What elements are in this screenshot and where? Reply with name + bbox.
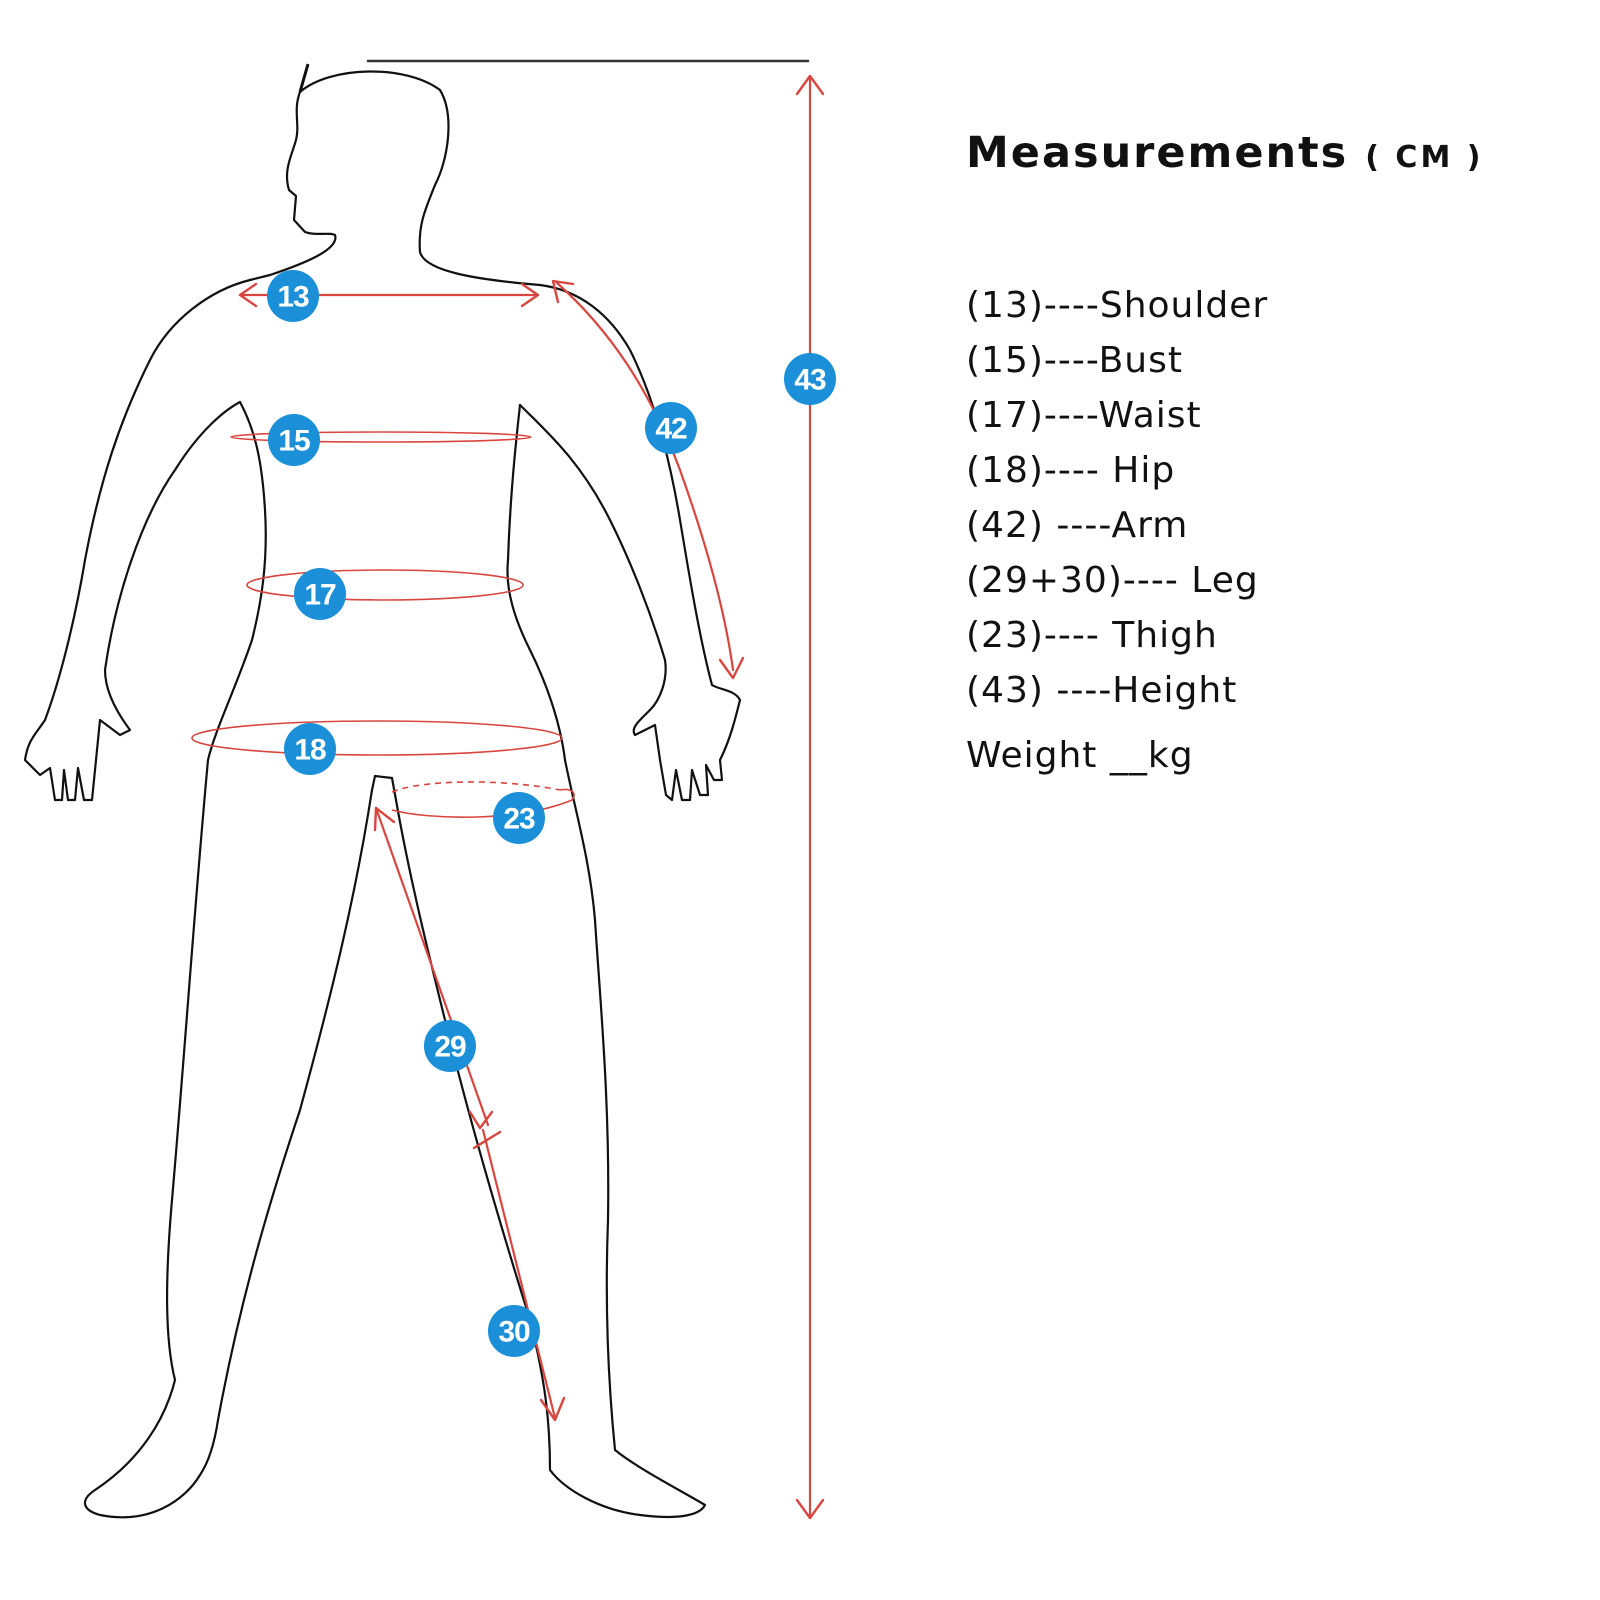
height-arrow-bottom: [795, 1498, 825, 1520]
badge-hip-label: 18: [294, 734, 326, 767]
thigh-line-back: [391, 781, 561, 793]
badge-height-label: 43: [794, 364, 826, 397]
measurement-lines: [191, 59, 825, 1520]
legend-item-waist: (17)----Waist: [966, 395, 1202, 436]
legend-title-text: Measurements: [966, 128, 1349, 178]
badge-shoulder-label: 13: [277, 281, 309, 314]
badge-bust-label: 15: [278, 425, 310, 458]
legend-title-unit: ( CM ): [1365, 140, 1484, 175]
legend-item-weight: Weight __kg: [966, 735, 1194, 776]
badge-lower-leg-label: 30: [498, 1316, 530, 1349]
knee-mark: [472, 1130, 502, 1150]
arm-arrow-bottom: [718, 656, 745, 680]
badge-lower-leg: 30: [488, 1305, 540, 1357]
badge-bust: 15: [268, 414, 320, 466]
right-arm-outline: [518, 283, 742, 802]
legend-item-leg: (29+30)---- Leg: [966, 560, 1259, 601]
arm-arrow-top: [551, 279, 575, 304]
badge-thigh-label: 23: [503, 803, 535, 836]
head-outline: [248, 70, 542, 287]
upper-leg-arrow-bottom: [468, 1110, 494, 1130]
bust-line: [230, 431, 532, 443]
lower-leg-line: [481, 1128, 557, 1420]
badge-arm-label: 42: [655, 413, 687, 446]
badge-hip: 18: [284, 723, 336, 775]
upper-leg-arrow-top: [373, 806, 396, 832]
badge-waist-label: 17: [304, 579, 336, 612]
legend-item-hip: (18)---- Hip: [966, 450, 1176, 491]
lower-leg-arrow-bottom: [539, 1396, 566, 1422]
shoulder-arrow-left: [238, 282, 258, 308]
measurement-legend: Measurements ( CM ) (13)----Shoulder (15…: [966, 128, 1586, 783]
badge-upper-leg-label: 29: [434, 1031, 466, 1064]
shoulder-arrow-right: [520, 282, 540, 308]
crotch-outline: [370, 774, 398, 802]
height-arrow-top: [795, 74, 825, 96]
arm-line: [554, 280, 735, 672]
upper-leg-line: [374, 806, 490, 1127]
right-leg-outline: [394, 648, 707, 1519]
left-arm-outline: [23, 278, 252, 802]
badge-arm: 42: [645, 402, 697, 454]
body-outline: [23, 70, 742, 1519]
legend-item-shoulder: (13)----Shoulder: [966, 285, 1269, 326]
legend-item-thigh: (23)---- Thigh: [966, 615, 1218, 656]
thigh-line-front: [391, 788, 575, 818]
badge-thigh: 23: [493, 792, 545, 844]
badge-upper-leg: 29: [424, 1020, 476, 1072]
left-torso-outline: [84, 400, 374, 1519]
hip-line: [191, 720, 563, 756]
legend-item-arm: (42) ----Arm: [966, 505, 1189, 546]
legend-title: Measurements ( CM ): [966, 128, 1586, 178]
legend-item-height: (43) ----Height: [966, 670, 1238, 711]
badge-shoulder: 13: [267, 270, 319, 322]
right-torso-outline: [506, 403, 532, 652]
legend-item-bust: (15)----Bust: [966, 340, 1183, 381]
badge-waist: 17: [294, 568, 346, 620]
waist-line: [246, 569, 524, 601]
top-head-mark: [298, 63, 310, 93]
badge-height: 43: [784, 353, 836, 405]
